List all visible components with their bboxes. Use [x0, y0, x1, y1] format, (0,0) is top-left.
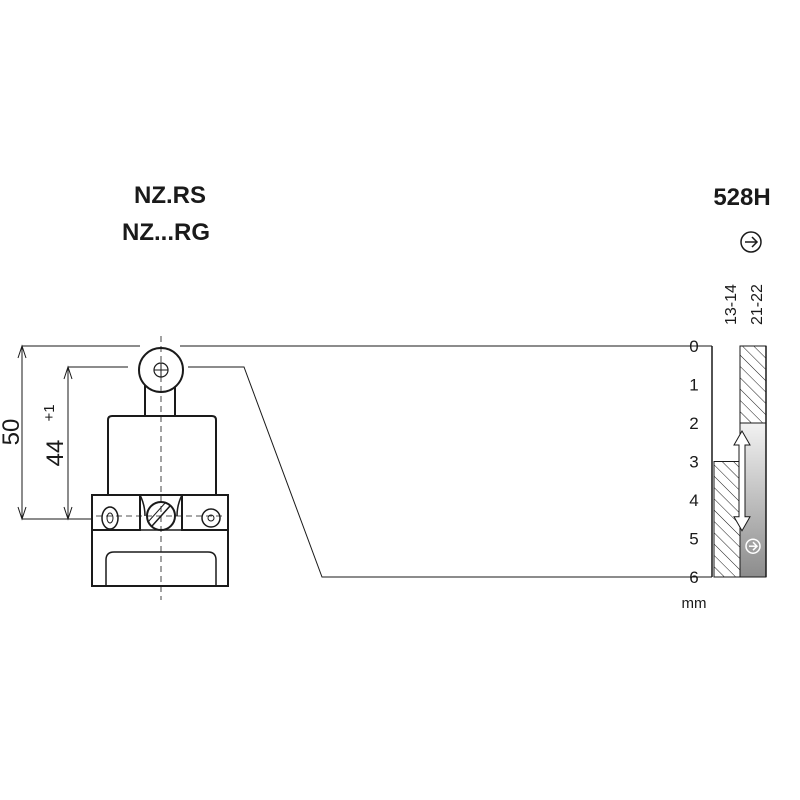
model-title-line-2: NZ...RG	[122, 219, 210, 246]
scale-tick-2: 2	[689, 414, 698, 433]
scale-tick-0: 0	[689, 337, 698, 356]
scale-tick-1: 1	[689, 376, 698, 395]
travel-diagram: 0 1 2 3 4 5 6	[689, 337, 767, 587]
leader-lines	[180, 345, 712, 578]
forced-opening-marker-head	[752, 541, 759, 551]
dimension-lines	[17, 344, 140, 521]
column-label-13-14: 13-14	[723, 284, 740, 325]
center-lines	[96, 336, 225, 600]
scale-tick-3: 3	[689, 453, 698, 472]
scale-tick-4: 4	[689, 491, 698, 510]
column-label-21-22: 21-22	[749, 284, 766, 325]
contact-21-22-closed-zone	[739, 345, 767, 424]
limit-switch-drawing	[91, 347, 229, 587]
dimension-partial-tolerance: +1	[41, 404, 58, 421]
scale-tick-5: 5	[689, 530, 698, 549]
diagram-model-label: 528H	[713, 184, 770, 211]
forced-opening-icon	[740, 231, 762, 253]
unit-label: mm	[682, 595, 707, 612]
dimension-partial-height: 44	[42, 440, 69, 467]
dimension-total-height: 50	[0, 419, 25, 446]
model-title-line-1: NZ.RS	[134, 182, 206, 209]
forced-opening-marker-circle	[745, 538, 761, 554]
travel-double-arrow	[733, 429, 751, 532]
scale-tick-6: 6	[689, 568, 698, 587]
